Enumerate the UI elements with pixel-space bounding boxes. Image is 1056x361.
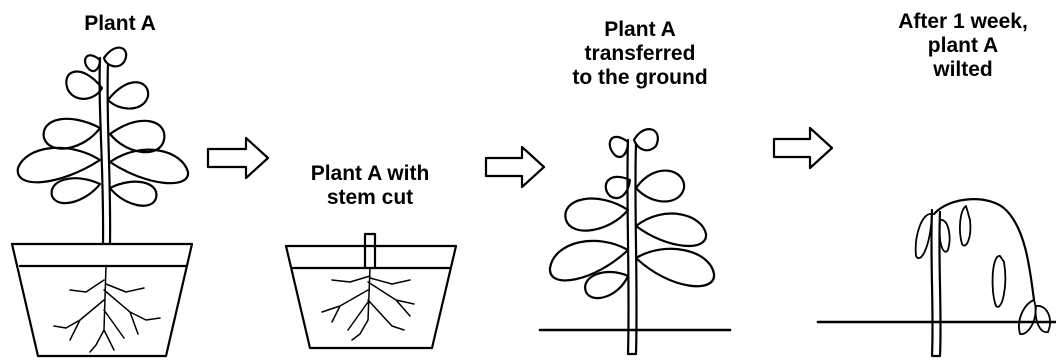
arrow-3 [774, 128, 832, 168]
pot [12, 244, 192, 356]
cut-stem [365, 234, 375, 268]
pot [286, 246, 456, 348]
leaves [550, 129, 714, 298]
stage-4-wilted [818, 199, 1056, 356]
stage-1-potted-plant [12, 48, 192, 356]
roots [322, 268, 414, 340]
stage-3-transferred [540, 129, 730, 354]
stem [627, 140, 636, 354]
arrow-2 [486, 147, 544, 187]
roots [54, 266, 160, 352]
stage-2-stem-cut [286, 234, 456, 348]
arrow-1 [208, 138, 268, 178]
